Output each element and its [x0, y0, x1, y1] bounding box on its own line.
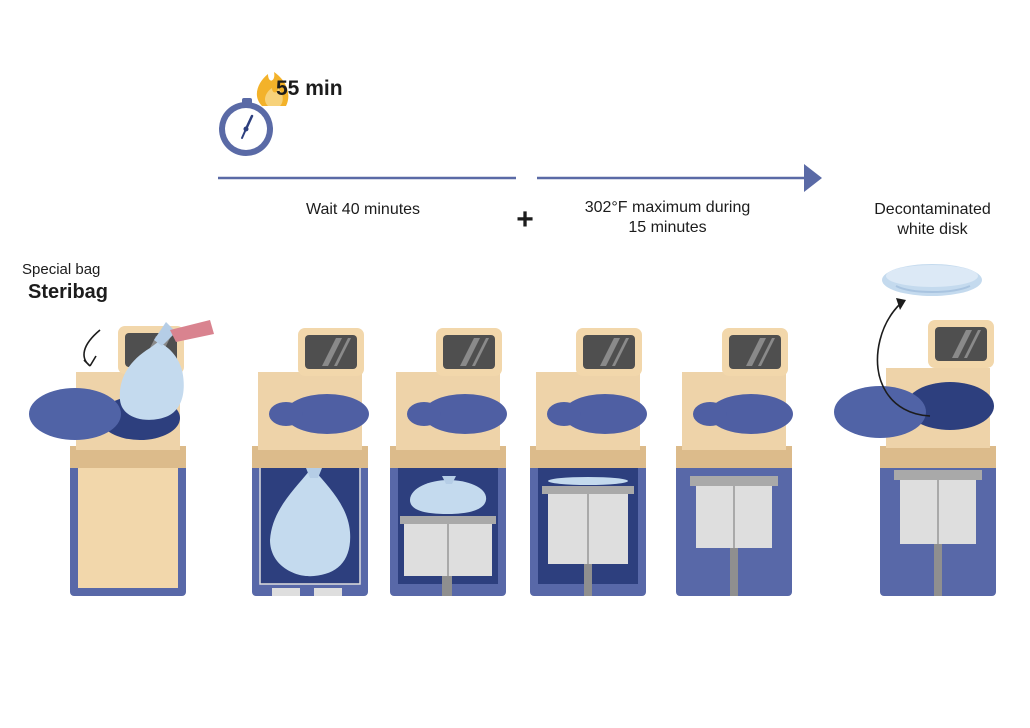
- bag-label: Special bag: [22, 261, 101, 278]
- step-temperature-label-line1: 302°F maximum during: [584, 199, 751, 216]
- flame-icon: [256, 72, 289, 106]
- open-lid: [29, 388, 121, 440]
- timer: [219, 72, 289, 156]
- result-label-line2: white disk: [897, 221, 968, 238]
- white-disk-icon: [882, 264, 982, 296]
- machine-stage-1-loading: [29, 320, 214, 596]
- machine-stage-2-bag-inside: [252, 328, 369, 596]
- stopwatch-icon: [219, 98, 273, 156]
- machine-stage-3-compressing: [390, 328, 507, 596]
- plus-operator: +: [516, 203, 534, 236]
- timer-label: 55 min: [276, 77, 343, 100]
- machine-stage-5-cooling: [676, 328, 793, 596]
- steribag-icon: [119, 320, 214, 420]
- bag-name: Steribag: [28, 281, 109, 303]
- pointer-arrow: [83, 329, 101, 367]
- machine-stage-6-unloading: [834, 264, 996, 596]
- timeline-arrow: [218, 164, 822, 192]
- result-label-line1: Decontaminated: [874, 201, 991, 218]
- step-wait-label: Wait 40 minutes: [305, 201, 421, 218]
- step-temperature-label-line2: 15 minutes: [628, 219, 707, 236]
- lift-arrow: [876, 303, 931, 417]
- open-lid: [834, 386, 926, 438]
- machine-stage-4-flattening: [530, 328, 647, 596]
